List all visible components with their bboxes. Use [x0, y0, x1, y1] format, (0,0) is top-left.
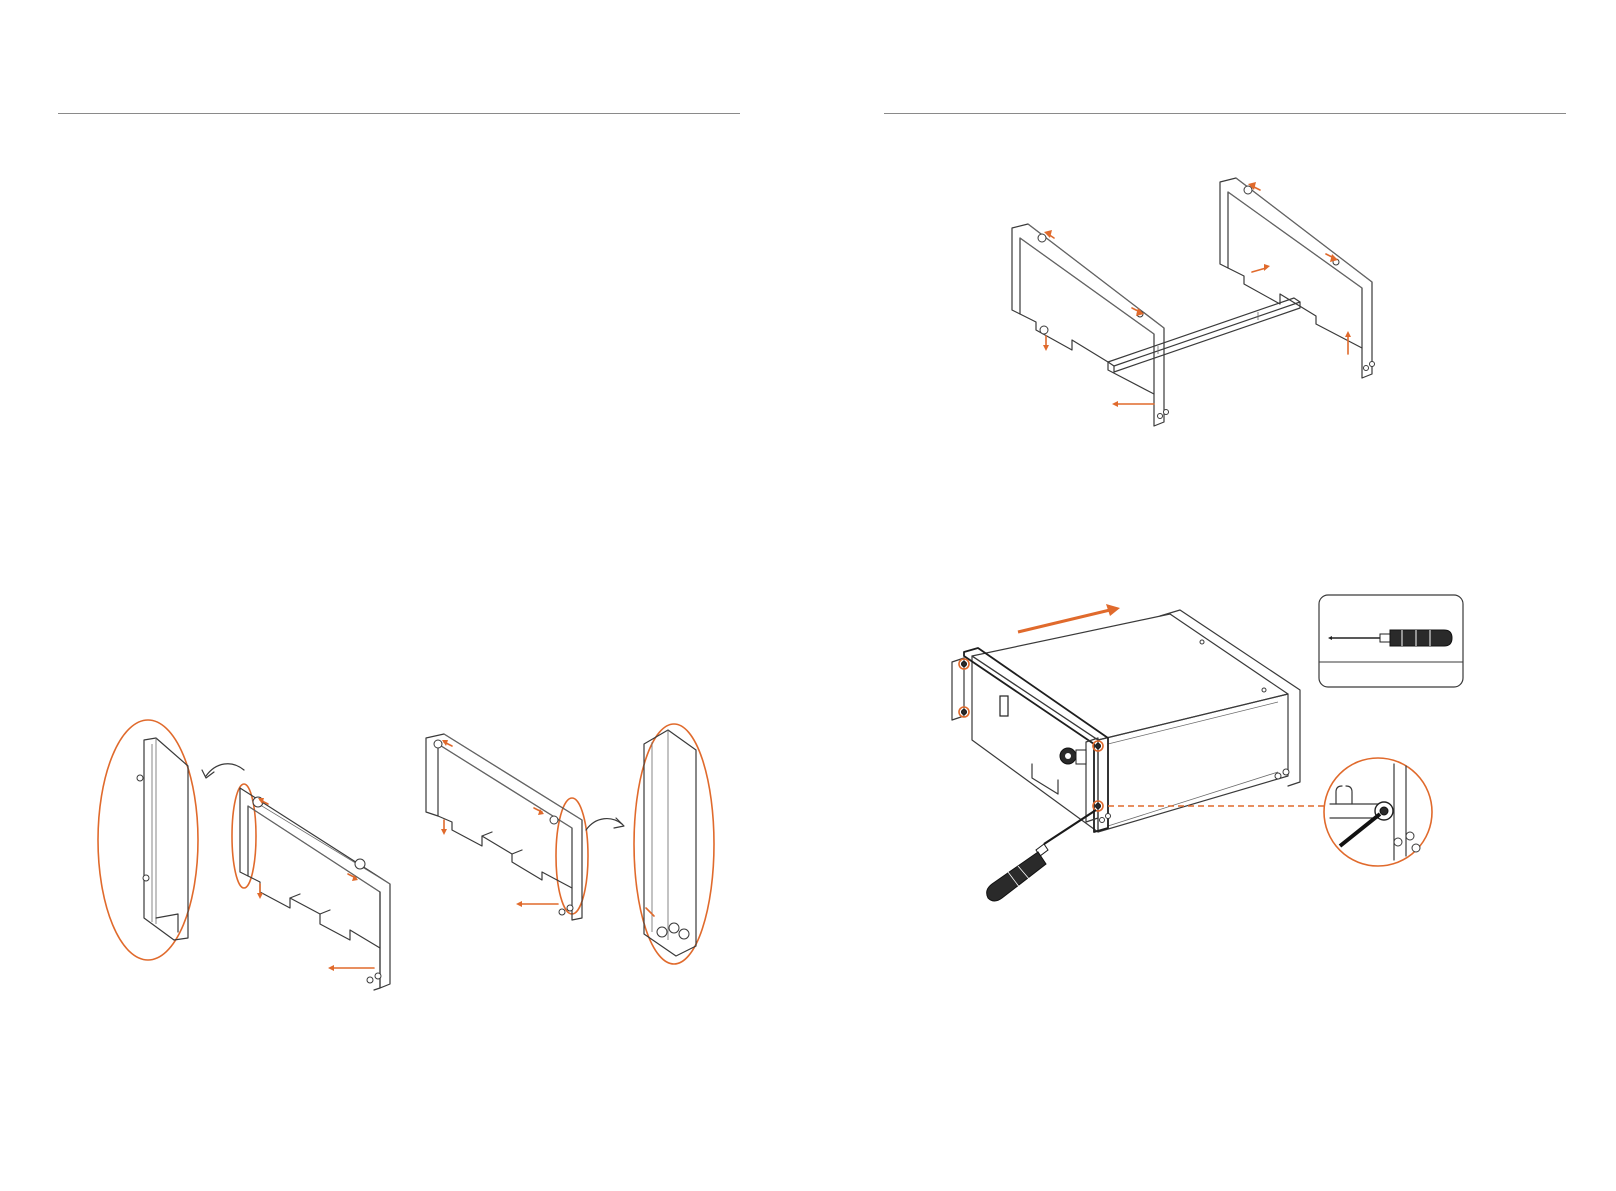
screw-zoom-callout — [1322, 756, 1434, 868]
header-rule — [884, 113, 1566, 114]
screwdriver-icon — [987, 810, 1096, 901]
rotate-arrow-icon — [582, 812, 628, 838]
bracket-drawing-right — [422, 732, 598, 940]
manual-page-right — [808, 0, 1616, 1191]
bracket-drawing-left — [230, 780, 410, 1000]
battery-module-installation-drawing — [948, 606, 1328, 918]
manual-page-left — [0, 0, 808, 1191]
header-rule — [58, 113, 740, 114]
bracket-end-zoom-callout — [628, 720, 724, 970]
tool-box — [1318, 594, 1464, 688]
bracket-end-zoom-callout — [96, 718, 206, 964]
bracket-pair-assembly-drawing — [1008, 178, 1388, 436]
